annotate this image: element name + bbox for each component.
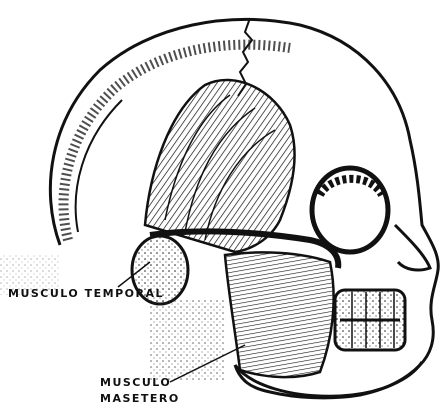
masseter-label-line1: MUSCULO	[100, 376, 171, 389]
temporal-muscle-label: MUSCULO TEMPORAL	[8, 287, 164, 300]
neck-shading	[150, 300, 225, 380]
masseter-label-line2: MASETERO	[100, 392, 180, 405]
masseter-muscle	[225, 252, 334, 377]
temporal-muscle	[145, 80, 295, 252]
